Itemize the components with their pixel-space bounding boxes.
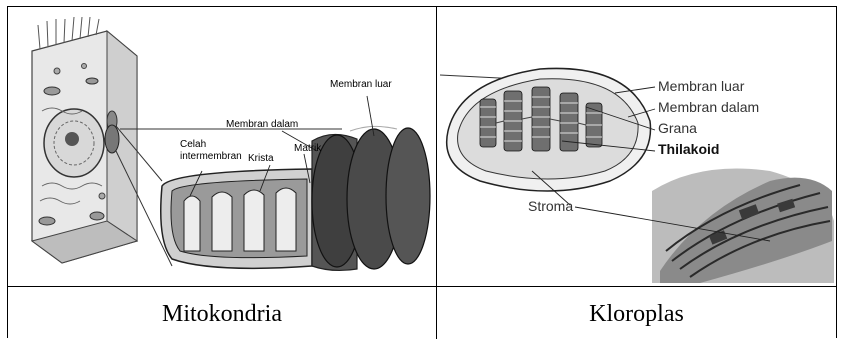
mito-label-crista: Krista [248, 153, 274, 164]
mito-label-intermembrane-line1: Celah [180, 139, 206, 150]
chloro-label-outer-membrane: Membran luar [658, 78, 745, 94]
table-column-divider [436, 7, 437, 339]
animal-cell-drawing [32, 17, 137, 263]
chloro-label-inner-membrane: Membran dalam [658, 99, 759, 115]
mito-label-inner-membrane: Membran dalam [226, 119, 298, 130]
chloro-label-stroma: Stroma [528, 198, 573, 214]
chloroplast-caption: Kloroplas [437, 294, 836, 334]
chloroplast-svg: Membran luar Membran dalam Grana Thilako… [440, 11, 834, 283]
table-row-divider [8, 286, 836, 287]
comparison-table: Membran luar Membran dalam Matrik Krista… [7, 6, 837, 338]
chloroplast-micrograph [652, 169, 834, 284]
mitochondria-illustration: Membran luar Membran dalam Matrik Krista… [12, 11, 432, 283]
chloro-label-thylakoid: Thilakoid [658, 141, 719, 157]
mitochondria-caption: Mitokondria [8, 294, 436, 334]
mito-label-matrix: Matrik [294, 143, 322, 154]
chloroplast-drawing [447, 68, 651, 191]
chloro-label-grana: Grana [658, 120, 697, 136]
mito-label-intermembrane-line2: intermembran [180, 151, 242, 162]
chloroplast-illustration: Membran luar Membran dalam Grana Thilako… [440, 11, 834, 283]
mito-label-outer-membrane: Membran luar [330, 79, 392, 90]
mitochondria-svg: Membran luar Membran dalam Matrik Krista… [12, 11, 432, 283]
